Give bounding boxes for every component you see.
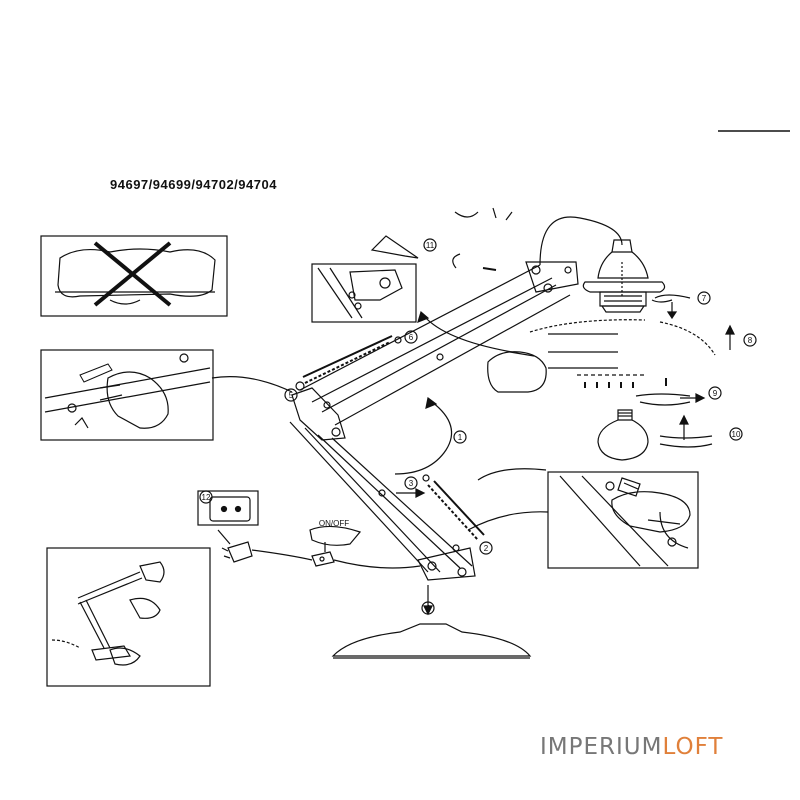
step-11-label: 11	[426, 241, 435, 250]
step-10-label: 10	[732, 430, 741, 439]
step-2-label: 2	[484, 544, 489, 553]
step-12-label: 12	[202, 493, 211, 502]
hand-icon	[99, 371, 169, 429]
lamp-head	[582, 239, 666, 313]
plug-icon	[217, 529, 253, 563]
step-8-label: 8	[748, 336, 753, 345]
spring-clamp-panel	[40, 349, 214, 441]
step-5-label: 5	[289, 391, 294, 400]
rotate-arrow-icon-7	[654, 294, 691, 299]
hinge-detail-panel	[311, 263, 417, 323]
rotate-arrow-icon	[394, 401, 453, 475]
step-3-label: 3	[409, 479, 414, 488]
step-1-label: 1	[458, 433, 463, 442]
warning-panel	[40, 235, 228, 317]
step-4-label: 4	[426, 604, 431, 613]
brand-part-1: IMPERIUM	[540, 734, 663, 760]
socket-icon	[197, 490, 259, 526]
brand-watermark: IMPERIUMLOFT	[540, 734, 723, 760]
lamp-base	[331, 623, 532, 659]
lamp-arm	[289, 216, 623, 581]
hand-icon-shade	[487, 351, 547, 393]
step-7-label: 7	[702, 294, 707, 303]
inline-switch	[311, 551, 335, 567]
warning-cross-icon	[93, 241, 172, 307]
spring-adjust-panel	[547, 471, 699, 569]
bulb-icon	[597, 409, 649, 461]
step-6-label: 6	[409, 333, 414, 342]
model-numbers: 94697/94699/94702/94704	[110, 177, 277, 192]
hand-icon-small	[109, 597, 161, 666]
switch-label: ON/OFF	[319, 519, 349, 528]
step-9-label: 9	[713, 389, 718, 398]
brand-part-2: LOFT	[662, 734, 724, 760]
hand-icon-right	[611, 491, 691, 533]
finished-lamp-panel	[46, 547, 211, 687]
